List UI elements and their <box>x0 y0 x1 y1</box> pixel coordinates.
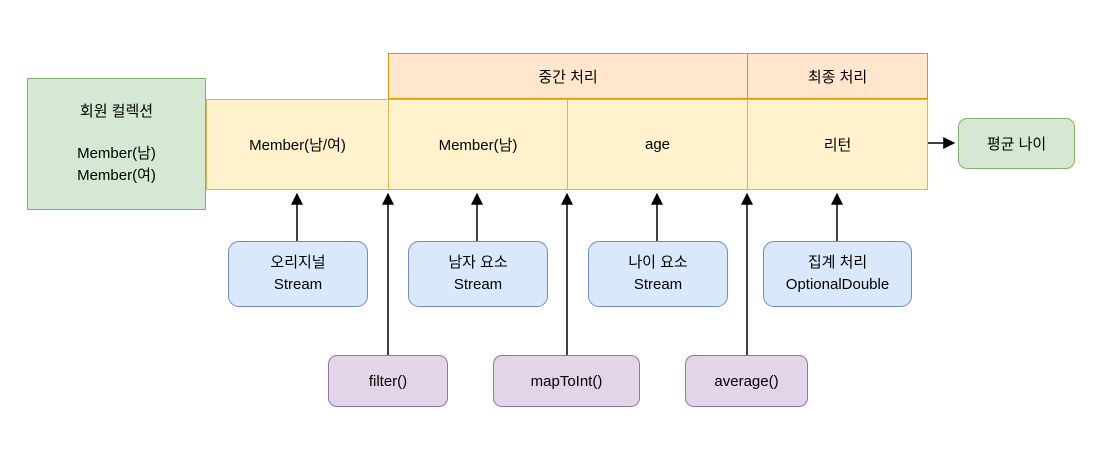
original-stream-box: 오리지널 Stream <box>228 241 368 307</box>
original-stream-line1: 오리지널 <box>270 254 326 271</box>
intermediate-processing-header: 중간 처리 <box>538 68 598 86</box>
age-element-stream-line2: Stream <box>633 276 683 293</box>
aggregate-optionaldouble-line2: OptionalDouble <box>785 276 890 293</box>
pipeline-section-age: age <box>567 100 747 189</box>
pipeline-section-member-male: Member(남) <box>388 100 567 189</box>
aggregate-optionaldouble-box: 집계 처리 OptionalDouble <box>763 241 912 307</box>
pipeline-section-return: 리턴 <box>747 100 927 189</box>
phase-header-row: 중간 처리 최종 처리 <box>388 53 928 99</box>
original-stream-line2: Stream <box>273 276 323 293</box>
member-male-line: Member(남) <box>77 145 156 162</box>
male-element-stream-line2: Stream <box>453 276 503 293</box>
maptoint-operation-box: mapToInt() <box>493 355 640 407</box>
filter-operation-box: filter() <box>328 355 448 407</box>
member-collection-title: 회원 컬렉션 <box>79 103 154 120</box>
age-element-stream-line1: 나이 요소 <box>628 254 688 271</box>
member-female-line: Member(여) <box>77 167 156 184</box>
pipeline-section-member-all: Member(남/여) <box>249 137 346 154</box>
average-operation-box: average() <box>685 355 808 407</box>
male-element-stream-box: 남자 요소 Stream <box>408 241 548 307</box>
member-collection-box: 회원 컬렉션 Member(남) Member(여) <box>27 78 206 210</box>
final-processing-header: 최종 처리 <box>747 54 927 98</box>
aggregate-optionaldouble-line1: 집계 처리 <box>807 254 868 271</box>
male-element-stream-line1: 남자 요소 <box>448 254 508 271</box>
average-age-box: 평균 나이 <box>958 118 1075 169</box>
pipeline-bar: Member(남/여) Member(남) age 리턴 <box>206 99 928 190</box>
age-element-stream-box: 나이 요소 Stream <box>588 241 728 307</box>
